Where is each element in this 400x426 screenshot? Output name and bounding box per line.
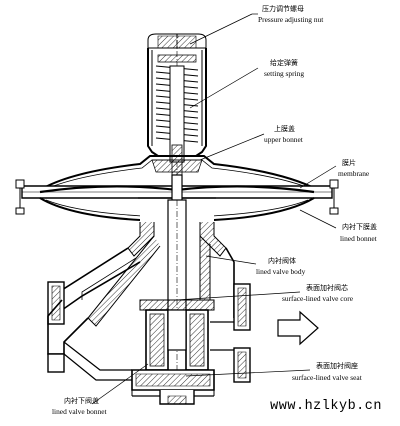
setting-spring: [155, 65, 199, 176]
leader-lines: [91, 13, 337, 405]
lined-valve-bonnet-zh: 内衬下阀盖: [64, 397, 99, 405]
lined-bonnet-en: lined bonnet: [340, 234, 377, 243]
inlet-flange: [47, 281, 132, 381]
membrane-en: membrane: [338, 169, 370, 178]
setting-spring-zh: 给定弹簧: [270, 59, 298, 67]
membrane-zh: 膜片: [342, 159, 356, 167]
pressure-nut-zh: 压力调节螺母: [262, 5, 304, 13]
upper-bonnet: [39, 155, 319, 191]
lined-bonnet-zh: 内衬下膜盖: [342, 223, 377, 231]
valve-core-zh: 表面加衬阀芯: [306, 284, 348, 292]
lined-valve-bonnet-en: lined valve bonnet: [52, 407, 107, 416]
outlet-flange: [210, 283, 251, 383]
lined-valve-body-zh: 内衬阀体: [268, 257, 296, 265]
valve-seat: [131, 369, 215, 397]
valve-seat-zh: 表面加衬阀座: [316, 362, 358, 370]
valve-core-en: surface-lined valve core: [282, 294, 353, 303]
lined-valve-body-en: lined valve body: [256, 267, 306, 276]
pressure-nut-en: Pressure adjusting nut: [258, 15, 324, 24]
valve-seat-en: surface-lined valve seat: [292, 373, 362, 382]
upper-bonnet-zh: 上膜盖: [274, 125, 295, 133]
lined-valve-bonnet: [159, 390, 195, 405]
setting-spring-en: setting spring: [264, 69, 305, 78]
valve-stem: [167, 174, 187, 400]
valve-core: [139, 299, 215, 371]
upper-bonnet-en: upper bonnet: [264, 135, 303, 144]
flow-direction-arrow: [277, 310, 319, 346]
website-watermark: www.hzlkyb.cn: [270, 399, 382, 414]
